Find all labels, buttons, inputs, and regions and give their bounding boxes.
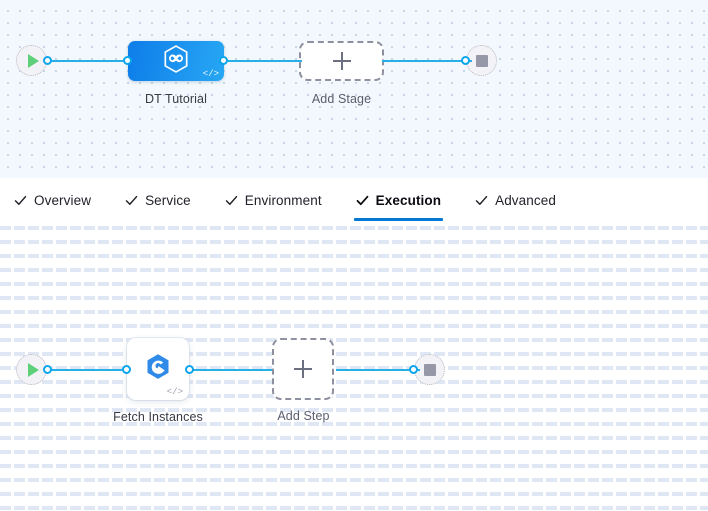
tab-service[interactable]: Service	[125, 178, 191, 222]
step-node-fetch-instances[interactable]: </> Fetch Instances	[113, 338, 203, 424]
add-step-label: Add Step	[277, 409, 330, 423]
check-icon	[225, 194, 238, 207]
pipeline-stage-canvas[interactable]: </> DT Tutorial Add Stage	[0, 0, 708, 178]
end-node-input-port[interactable]	[409, 365, 418, 374]
stop-icon	[423, 363, 436, 376]
stop-icon	[475, 54, 488, 67]
add-stage-label: Add Stage	[311, 92, 372, 106]
connector-start-to-step	[46, 369, 128, 371]
connector-addstep-to-end	[336, 369, 420, 371]
tab-service-label: Service	[145, 192, 191, 208]
step-node-label: Fetch Instances	[113, 410, 203, 424]
stage-node-dt-tutorial[interactable]: </> DT Tutorial	[123, 41, 228, 106]
tab-execution[interactable]: Execution	[353, 178, 444, 222]
tab-execution-label: Execution	[375, 192, 442, 208]
plus-icon	[294, 360, 312, 378]
check-icon	[125, 194, 138, 207]
add-step-button[interactable]	[272, 338, 334, 400]
add-stage-button[interactable]	[299, 41, 384, 81]
check-icon	[14, 194, 27, 207]
tab-overview-label: Overview	[34, 192, 92, 208]
play-icon	[28, 362, 39, 377]
execution-step-canvas[interactable]: </> Fetch Instances Add Step	[0, 222, 708, 511]
step-code-badge-icon[interactable]: </>	[166, 387, 183, 397]
step-node-input-port[interactable]	[122, 365, 131, 374]
play-icon	[28, 53, 39, 68]
connector-addstage-to-end	[382, 60, 472, 62]
tab-overview[interactable]: Overview	[14, 178, 91, 222]
add-stage-node[interactable]: Add Stage	[299, 41, 384, 106]
stage-node-label: DT Tutorial	[144, 92, 207, 106]
check-icon	[356, 194, 369, 207]
stage-node-output-port[interactable]	[219, 56, 228, 65]
end-node-input-port[interactable]	[461, 56, 470, 65]
step-node-body[interactable]: </>	[127, 338, 189, 400]
start-node-circle[interactable]	[16, 354, 47, 385]
stage-node-body[interactable]: </>	[128, 41, 224, 81]
connector-stage-to-addstage	[222, 60, 302, 62]
start-node-output-port[interactable]	[43, 56, 52, 65]
harness-hexagon-icon	[161, 44, 191, 79]
stage-config-tabs[interactable]: Overview Service Environment Execution	[0, 178, 708, 222]
start-node-circle[interactable]	[16, 45, 47, 76]
connector-start-to-stage	[46, 60, 130, 62]
step-node-output-port[interactable]	[185, 365, 194, 374]
connector-step-to-addstep	[190, 369, 272, 371]
tab-advanced[interactable]: Advanced	[475, 178, 556, 222]
start-node-output-port[interactable]	[43, 365, 52, 374]
tab-advanced-label: Advanced	[495, 192, 556, 208]
tab-environment-label: Environment	[244, 192, 322, 208]
elastigroup-icon	[143, 352, 173, 387]
stage-code-badge-icon[interactable]: </>	[202, 69, 219, 79]
add-step-node[interactable]: Add Step	[272, 338, 334, 423]
pipeline-start-node[interactable]	[16, 45, 52, 76]
plus-icon	[332, 52, 351, 70]
check-icon	[475, 194, 488, 207]
execution-start-node[interactable]	[16, 354, 52, 385]
stage-node-input-port[interactable]	[123, 56, 132, 65]
tab-environment[interactable]: Environment	[225, 178, 322, 222]
